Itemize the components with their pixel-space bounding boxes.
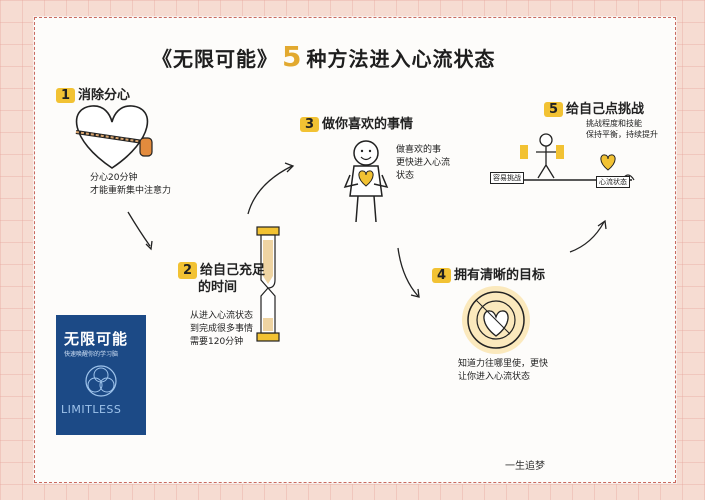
book-cover: 无限可能 快速唤醒你的学习脑 LIMITLESS — [56, 315, 146, 435]
flow-arrows — [127, 162, 607, 298]
step-5-note-line: 挑战程度和技能 — [586, 119, 642, 128]
book-emblem-icon — [85, 365, 117, 397]
step-1-number: 1 — [56, 88, 76, 103]
chained-heart-icon — [75, 105, 153, 169]
step-3-note-line: 更快进入心流 — [396, 158, 451, 168]
step-2-label-line2: 的时间 — [198, 280, 238, 295]
step-4-note: 知道力往哪里使，更快 让你进入心流状态 — [458, 358, 548, 384]
step-5-note-line: 保持平衡，持续提升 — [586, 130, 658, 139]
step-3-note-line: 状态 — [396, 171, 415, 181]
book-subtitle: 快速唤醒你的学习脑 — [64, 351, 119, 358]
target-heart-icon — [462, 286, 530, 354]
arrow-3-to-4 — [397, 247, 419, 297]
step-1-label: 消除分心 — [78, 88, 131, 103]
book-title: 无限可能 — [64, 330, 129, 348]
step-2-note-line: 到完成很多事情 — [190, 324, 254, 334]
title-suffix: 种方法进入心流状态 — [306, 47, 496, 71]
arrow-4-to-5 — [569, 221, 605, 253]
step-3-note: 做喜欢的事 更快进入心流 状态 — [396, 144, 450, 183]
happy-person-icon — [343, 140, 389, 223]
hourglass-icon — [256, 226, 280, 342]
step-4-note-line: 让你进入心流状态 — [458, 372, 531, 382]
step-4-number: 4 — [432, 268, 452, 283]
book-english-title: LIMITLESS — [61, 403, 122, 416]
step-3-number: 3 — [300, 117, 320, 132]
step-2-note-line: 从进入心流状态 — [190, 311, 254, 321]
step-2-number: 2 — [178, 262, 198, 279]
step-4-note-line: 知道力往哪里使，更快 — [458, 359, 549, 369]
step-1-note: 分心20分钟 才能重新集中注意力 — [90, 172, 171, 198]
title-prefix: 《无限可能》 — [152, 47, 278, 71]
step-3-label: 做你喜欢的事情 — [322, 117, 414, 132]
step-4-label: 拥有清晰的目标 — [454, 268, 546, 283]
step-3-note-line: 做喜欢的事 — [396, 145, 442, 155]
step-5-note: 挑战程度和技能 保持平衡，持续提升 — [586, 118, 658, 140]
step-1-note-line: 才能重新集中注意力 — [90, 186, 172, 196]
step-5-number: 5 — [544, 102, 564, 117]
title-number: 5 — [282, 40, 303, 73]
step-1-note-line: 分心20分钟 — [90, 173, 138, 183]
seesaw-right-label: 心流状态 — [596, 176, 630, 188]
arrow-2-to-3 — [247, 165, 293, 215]
step-5-label: 给自己点挑战 — [566, 102, 645, 117]
step-2-note: 从进入心流状态 到完成很多事情 需要120分钟 — [190, 310, 253, 349]
step-2-label: 给自己充足 — [200, 263, 266, 278]
signature: 一生追梦 — [505, 461, 545, 472]
arrow-1-to-2 — [127, 211, 151, 247]
balance-figure-icon — [508, 133, 635, 181]
step-2-note-line: 需要120分钟 — [190, 337, 244, 347]
seesaw-left-label: 容易挑战 — [490, 172, 524, 184]
